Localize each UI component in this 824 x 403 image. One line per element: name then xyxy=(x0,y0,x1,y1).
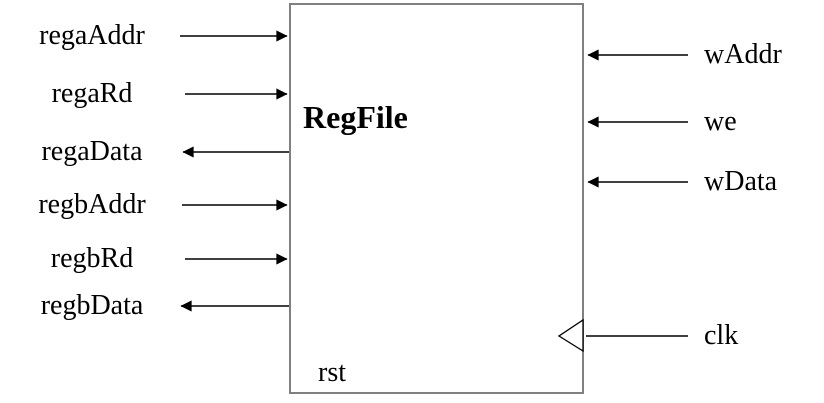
port-label-regbaddr: regbAddr xyxy=(38,189,146,220)
port-label-wdata: wData xyxy=(704,166,778,197)
module-rst-label: rst xyxy=(318,357,346,388)
module-box xyxy=(289,3,584,394)
port-label-waddr: wAddr xyxy=(704,39,782,70)
port-label-regbrd: regbRd xyxy=(50,243,134,274)
port-label-regbdata: regbData xyxy=(40,290,144,321)
module-title: RegFile xyxy=(303,99,408,135)
port-label-clk: clk xyxy=(704,320,739,351)
port-label-regard: regaRd xyxy=(51,78,133,109)
port-label-regadata: regaData xyxy=(41,136,143,167)
clock-wedge-icon xyxy=(557,318,584,353)
port-label-we: we xyxy=(704,106,737,137)
port-label-regaaddr: regaAddr xyxy=(39,20,145,51)
